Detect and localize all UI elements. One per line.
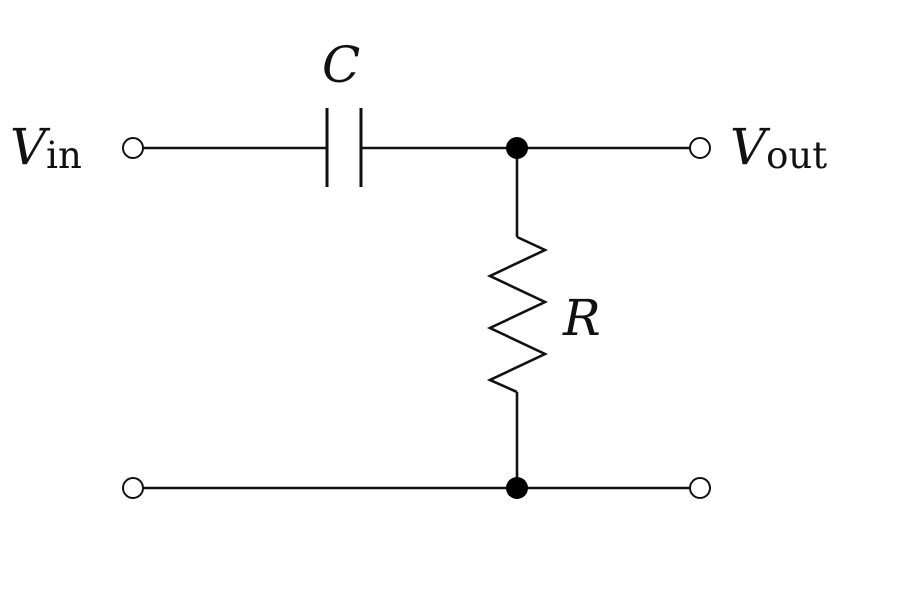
terminal-input-top	[122, 137, 144, 159]
label-input-voltage-subscript: in	[46, 134, 82, 177]
terminal-output-top	[689, 137, 711, 159]
label-output-voltage: Vout	[730, 118, 827, 177]
resistor-symbol	[486, 235, 549, 394]
label-capacitor: C	[322, 36, 360, 94]
label-input-voltage-main: V	[10, 118, 51, 176]
label-input-voltage: Vin	[10, 118, 82, 177]
terminal-output-bottom	[689, 477, 711, 499]
terminal-input-bottom	[122, 477, 144, 499]
label-output-voltage-main: V	[730, 118, 771, 176]
junction-bottom-node	[506, 477, 528, 499]
junction-top-node	[506, 137, 528, 159]
label-resistor: R	[562, 289, 601, 347]
capacitor-symbol	[325, 108, 363, 187]
label-output-voltage-subscript: out	[766, 134, 827, 177]
